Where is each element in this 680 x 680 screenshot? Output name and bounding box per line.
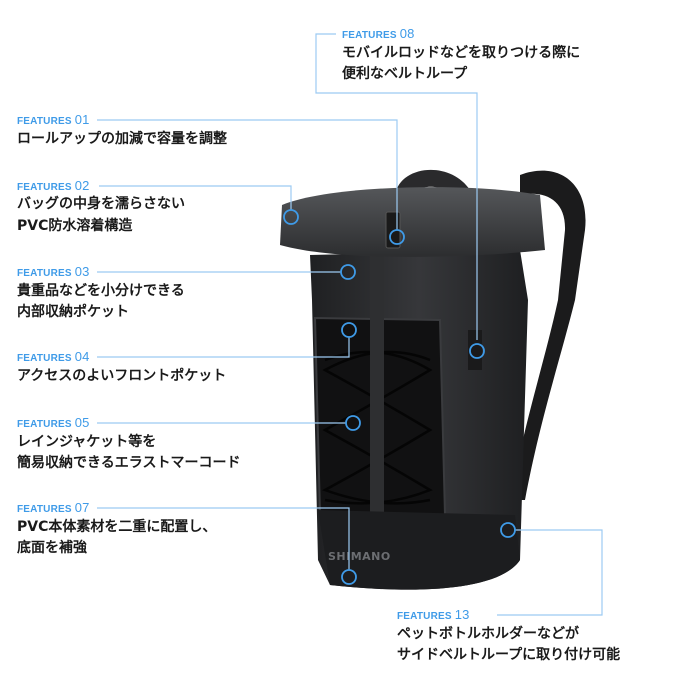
marker-07 [341,569,357,585]
marker-04 [341,322,357,338]
marker-03 [340,264,356,280]
feature-08-line2: 便利なベルトループ [342,66,468,82]
feature-03-line2: 内部収納ポケット [17,304,129,320]
feature-05-line1: レインジャケット等を [17,434,157,450]
feature-04-line1: アクセスのよいフロントポケット [17,368,227,384]
feature-07-line1: PVC本体素材を二重に配置し、 [17,519,217,535]
marker-01 [389,229,405,245]
feature-02-line2: PVC防水溶着構造 [17,218,133,234]
feature-13-line1: ペットボトルホルダーなどが [397,626,579,642]
feature-05-line2: 簡易収納できるエラストマーコード [17,455,241,471]
marker-08 [469,343,485,359]
feature-13-line2: サイドベルトループに取り付け可能 [397,647,621,663]
marker-05 [345,415,361,431]
feature-03-line1: 貴重品などを小分けできる [17,283,185,299]
feature-07-line2: 底面を補強 [17,540,87,556]
feature-02-line1: バッグの中身を濡らさない [17,196,185,212]
feature-08-line1: モバイルロッドなどを取りつける際に [342,45,581,61]
marker-02 [283,209,299,225]
feature-01-line1: ロールアップの加減で容量を調整 [17,131,227,147]
marker-13 [500,522,516,538]
svg-text:SHIMANO: SHIMANO [328,550,391,563]
